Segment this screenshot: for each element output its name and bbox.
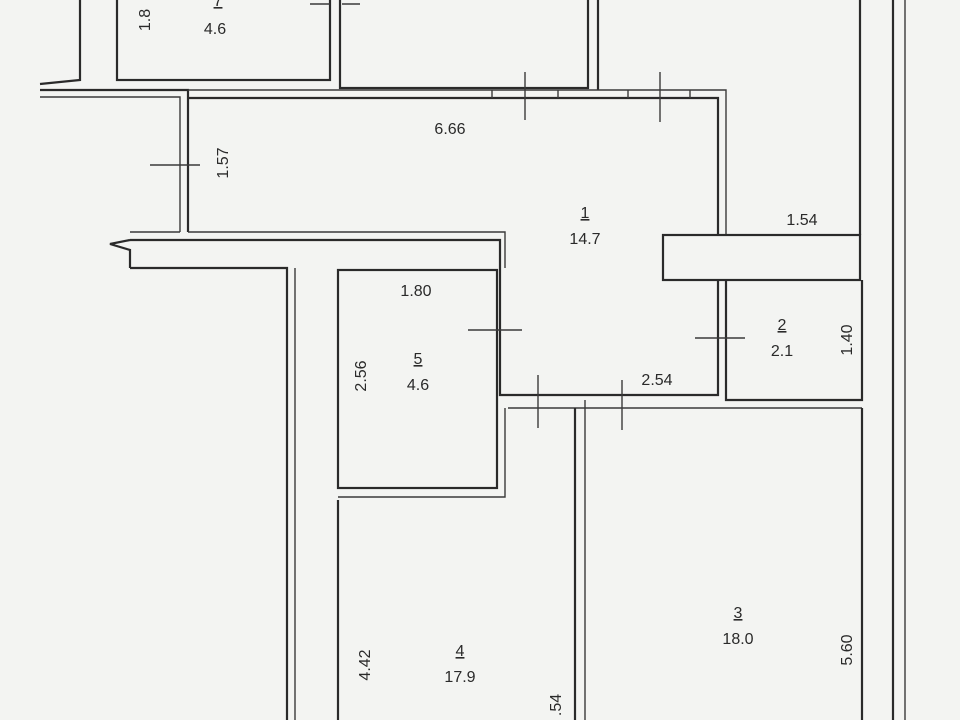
room-2-area: 2.1 xyxy=(771,343,793,360)
room-7-number: 7 xyxy=(214,0,223,10)
room-1-length: 6.66 xyxy=(434,121,465,138)
door-markers xyxy=(150,3,745,430)
room-1-bottom-dimension: 2.54 xyxy=(641,372,672,389)
room-4-area: 17.9 xyxy=(444,669,475,686)
room-1-area: 14.7 xyxy=(569,231,600,248)
dimension-1-54: 1.54 xyxy=(786,212,817,229)
room-4-number: 4 xyxy=(456,643,465,660)
room-3-dimension: 5.60 xyxy=(839,634,856,665)
room-7-walls xyxy=(115,0,332,82)
walls xyxy=(39,0,906,720)
room-1-width: 1.57 xyxy=(215,147,232,178)
room-1-number: 1 xyxy=(581,205,590,222)
room-7-area: 4.6 xyxy=(204,21,226,38)
room-4-length: 4.42 xyxy=(357,649,374,680)
room-storage-walls xyxy=(338,0,590,90)
wall-block xyxy=(661,233,862,282)
room-5-width: 1.80 xyxy=(400,283,431,300)
room-5-number: 5 xyxy=(414,351,423,368)
room-5-area: 4.6 xyxy=(407,377,429,394)
room-5-length: 2.56 xyxy=(353,360,370,391)
room-7-dimension: 1.8 xyxy=(137,9,154,31)
room-4-dimension-partial: .54 xyxy=(548,694,565,716)
room-2-number: 2 xyxy=(778,317,787,334)
room-2-dimension: 1.40 xyxy=(839,324,856,355)
room-3-number: 3 xyxy=(734,605,743,622)
room-5-walls xyxy=(336,268,499,490)
room-3-area: 18.0 xyxy=(722,631,753,648)
